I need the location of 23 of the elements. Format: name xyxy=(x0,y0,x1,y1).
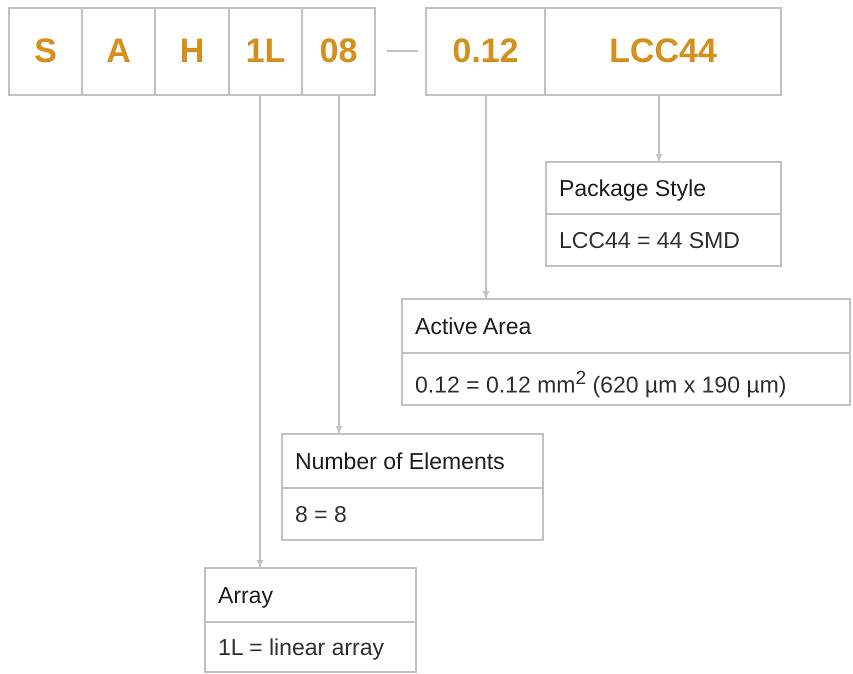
part-code-segment: A xyxy=(81,7,156,96)
arrow xyxy=(256,96,264,567)
description-card xyxy=(204,567,417,673)
arrow xyxy=(482,96,490,298)
description-card xyxy=(401,298,851,406)
description-card xyxy=(281,433,544,541)
part-code-segment: LCC44 xyxy=(544,7,782,96)
arrow xyxy=(656,96,662,161)
field-heading: Number of Elements xyxy=(283,435,542,489)
field-heading: Array xyxy=(206,569,415,623)
field-heading: Package Style xyxy=(547,163,780,215)
code-meaning: 0.12 = 0.12 mm$^{2}$ (620 µm x 190 µm) xyxy=(414,367,788,400)
part-code-segment: 1L xyxy=(228,7,303,96)
code-meaning: 1L = linear array xyxy=(217,633,385,662)
description-card xyxy=(545,161,782,267)
part-code-segment: 08 xyxy=(301,7,376,96)
code-meaning: LCC44 = 44 SMD xyxy=(558,226,741,255)
code-meaning: 8 = 8 xyxy=(294,500,348,529)
arrow xyxy=(336,96,342,433)
part-code-segment: S xyxy=(8,7,83,96)
field-heading: Active Area xyxy=(403,300,849,354)
part-code-segment: 0.12 xyxy=(425,7,546,96)
part-code-segment: H xyxy=(154,7,230,96)
